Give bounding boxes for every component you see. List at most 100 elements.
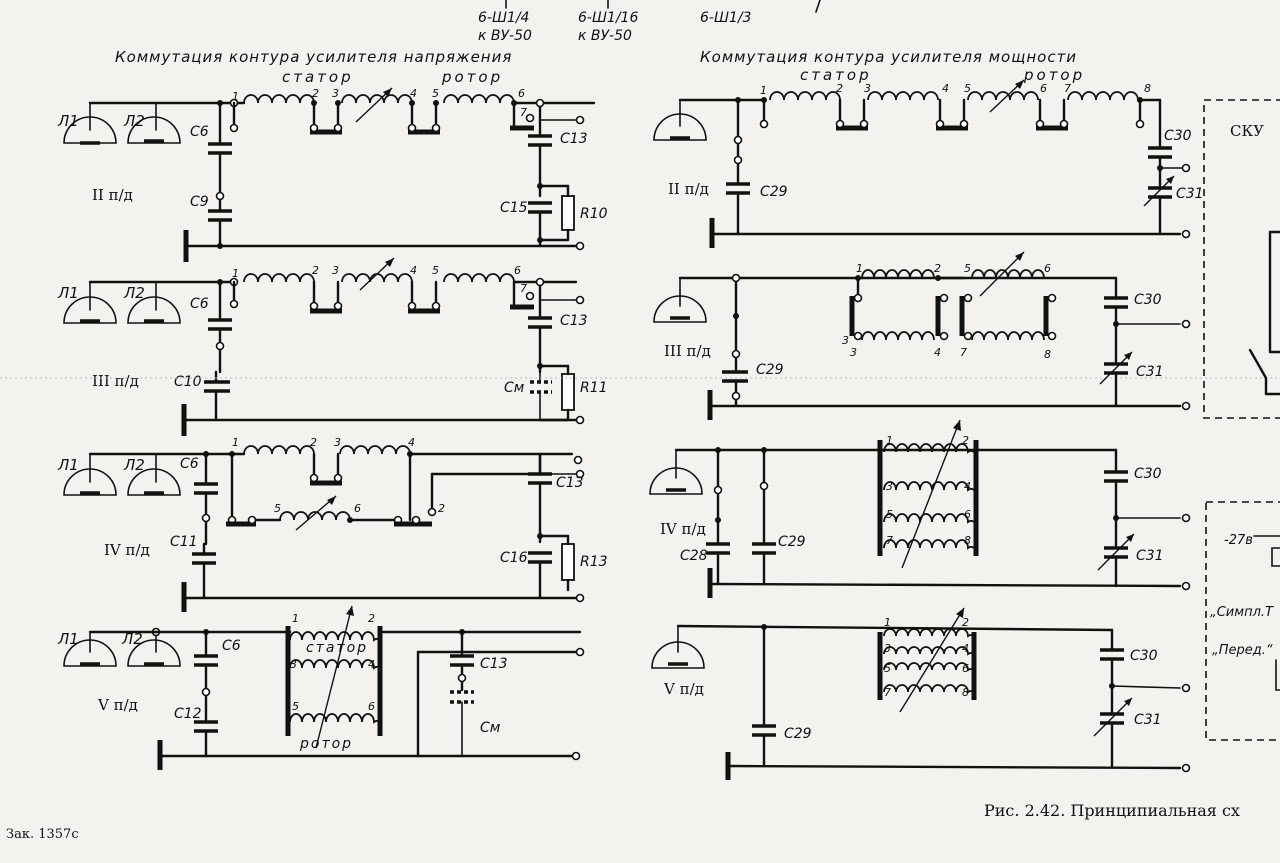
left-section-band-2: Л1 Л2: [57, 87, 608, 262]
cap-c15-label: С15: [500, 200, 528, 216]
svg-text:6: 6: [1044, 262, 1051, 275]
right-section-band-3: С29 1 2 5 6 3 3 4 7 8: [653, 251, 1191, 420]
svg-text:4: 4: [410, 87, 417, 100]
svg-text:7: 7: [884, 686, 891, 699]
svg-text:1: 1: [886, 434, 893, 447]
cap-c31-label-3: С31: [1136, 548, 1164, 564]
svg-text:4: 4: [942, 82, 949, 95]
svg-text:3: 3: [332, 264, 339, 277]
band-3-label-left: III п/д: [92, 372, 139, 390]
svg-text:2: 2: [438, 502, 445, 515]
cap-c30-label-4: С30: [1130, 648, 1158, 664]
svg-text:6: 6: [354, 502, 361, 515]
svg-text:3: 3: [864, 82, 871, 95]
svg-text:4: 4: [368, 658, 375, 671]
band-3-label-right: III п/д: [664, 342, 711, 360]
ref-6sh1-3: 6-Ш1/3: [700, 10, 751, 26]
svg-text:Л2: Л2: [121, 630, 143, 648]
volt-label: -27в: [1224, 533, 1253, 548]
order-number: Зак. 1357с: [6, 827, 79, 842]
cap-c10-label: С10: [174, 374, 202, 390]
res-r10-label: R10: [580, 206, 608, 222]
lamp-l2-label: Л2: [123, 112, 145, 130]
left-section-band-5: Л1 Л2 С13 Сᴍ статор ротор 1 2 3 4 5 6: [57, 605, 585, 770]
svg-text:7: 7: [520, 282, 527, 295]
cap-c28-label: С28: [680, 548, 708, 564]
res-r13-label: R13: [580, 554, 608, 570]
svg-text:3: 3: [290, 658, 297, 671]
svg-text:2: 2: [312, 87, 319, 100]
band-4-label-right: IV п/д: [660, 520, 706, 538]
svg-text:1: 1: [760, 84, 767, 97]
top-references: 6-Ш1/4 к ВУ-50 6-Ш1/16 к ВУ-50 6-Ш1/3: [478, 0, 821, 44]
sec5-rotor-label: ротор: [299, 736, 353, 752]
svg-text:Л1: Л1: [57, 284, 79, 302]
lamp-l1-label: Л1: [57, 112, 79, 130]
svg-text:С6: С6: [222, 638, 241, 654]
svg-text:3: 3: [334, 436, 341, 449]
pin-1: 1: [232, 90, 239, 103]
svg-text:4: 4: [408, 436, 415, 449]
res-r11-label: R11: [580, 380, 608, 396]
svg-text:1: 1: [292, 612, 299, 625]
svg-text:1: 1: [856, 262, 863, 275]
ref-6sh1-4: 6-Ш1/4: [478, 10, 529, 26]
svg-text:С13: С13: [556, 475, 584, 491]
svg-text:2: 2: [934, 262, 941, 275]
right-stator-label: статор: [800, 66, 872, 84]
left-section-band-4: Л1 Л2: [57, 436, 608, 612]
svg-text:8: 8: [1044, 348, 1051, 361]
cap-c13-label-1: С13: [560, 131, 588, 147]
svg-text:8: 8: [1144, 82, 1151, 95]
cap-c30-label-3: С30: [1134, 466, 1162, 482]
svg-text:7: 7: [520, 106, 527, 119]
pered-label: „Перед.“: [1212, 643, 1273, 658]
svg-text:2: 2: [836, 82, 843, 95]
svg-text:6: 6: [514, 264, 521, 277]
svg-text:Л1: Л1: [57, 630, 79, 648]
svg-text:С6: С6: [190, 296, 209, 312]
cap-c12-label: С12: [174, 706, 202, 722]
svg-text:5: 5: [964, 262, 971, 275]
band-2-label-right: II п/д: [668, 180, 709, 198]
ref-6sh1-16: 6-Ш1/16: [578, 10, 638, 26]
svg-text:7: 7: [960, 346, 967, 359]
band-2-label-left: II п/д: [92, 186, 133, 204]
svg-text:4: 4: [962, 642, 969, 655]
svg-text:6: 6: [962, 662, 969, 675]
cap-c30-label-1: С30: [1164, 128, 1192, 144]
svg-text:1: 1: [232, 436, 239, 449]
svg-text:6: 6: [964, 508, 971, 521]
simpl-label: „Симпл.Т: [1210, 605, 1274, 620]
left-section-band-3: Л1 Л2: [57, 257, 608, 436]
svg-text:1: 1: [232, 267, 239, 280]
svg-text:2: 2: [368, 612, 375, 625]
svg-text:2: 2: [962, 616, 969, 629]
svg-text:3: 3: [332, 87, 339, 100]
svg-text:Л2: Л2: [123, 456, 145, 474]
band-5-label-right: V п/д: [663, 680, 704, 698]
svg-text:3: 3: [884, 642, 891, 655]
cap-c29-label-4: С29: [784, 726, 812, 742]
cap-c9-label: С9: [190, 194, 209, 210]
svg-text:3: 3: [886, 480, 893, 493]
band-5-label-left: V п/д: [97, 696, 138, 714]
sec5-stator-label: статор: [306, 640, 368, 656]
svg-text:5: 5: [964, 82, 971, 95]
svg-text:7: 7: [1064, 82, 1071, 95]
svg-text:С6: С6: [180, 456, 199, 472]
svg-text:2: 2: [962, 434, 969, 447]
cap-c16-label: С16: [500, 550, 528, 566]
cap-c29-label-3: С29: [778, 534, 806, 550]
svg-text:4: 4: [410, 264, 417, 277]
cap-c13-label-4: С13: [480, 656, 508, 672]
svg-text:3: 3: [850, 346, 857, 359]
svg-text:3: 3: [842, 334, 849, 347]
svg-text:5: 5: [292, 700, 299, 713]
cap-c29-label-2: С29: [756, 362, 784, 378]
cap-c29-label-1: С29: [760, 184, 788, 200]
band-4-label-left: IV п/д: [104, 541, 150, 559]
svg-text:5: 5: [432, 87, 439, 100]
svg-text:2: 2: [310, 436, 317, 449]
